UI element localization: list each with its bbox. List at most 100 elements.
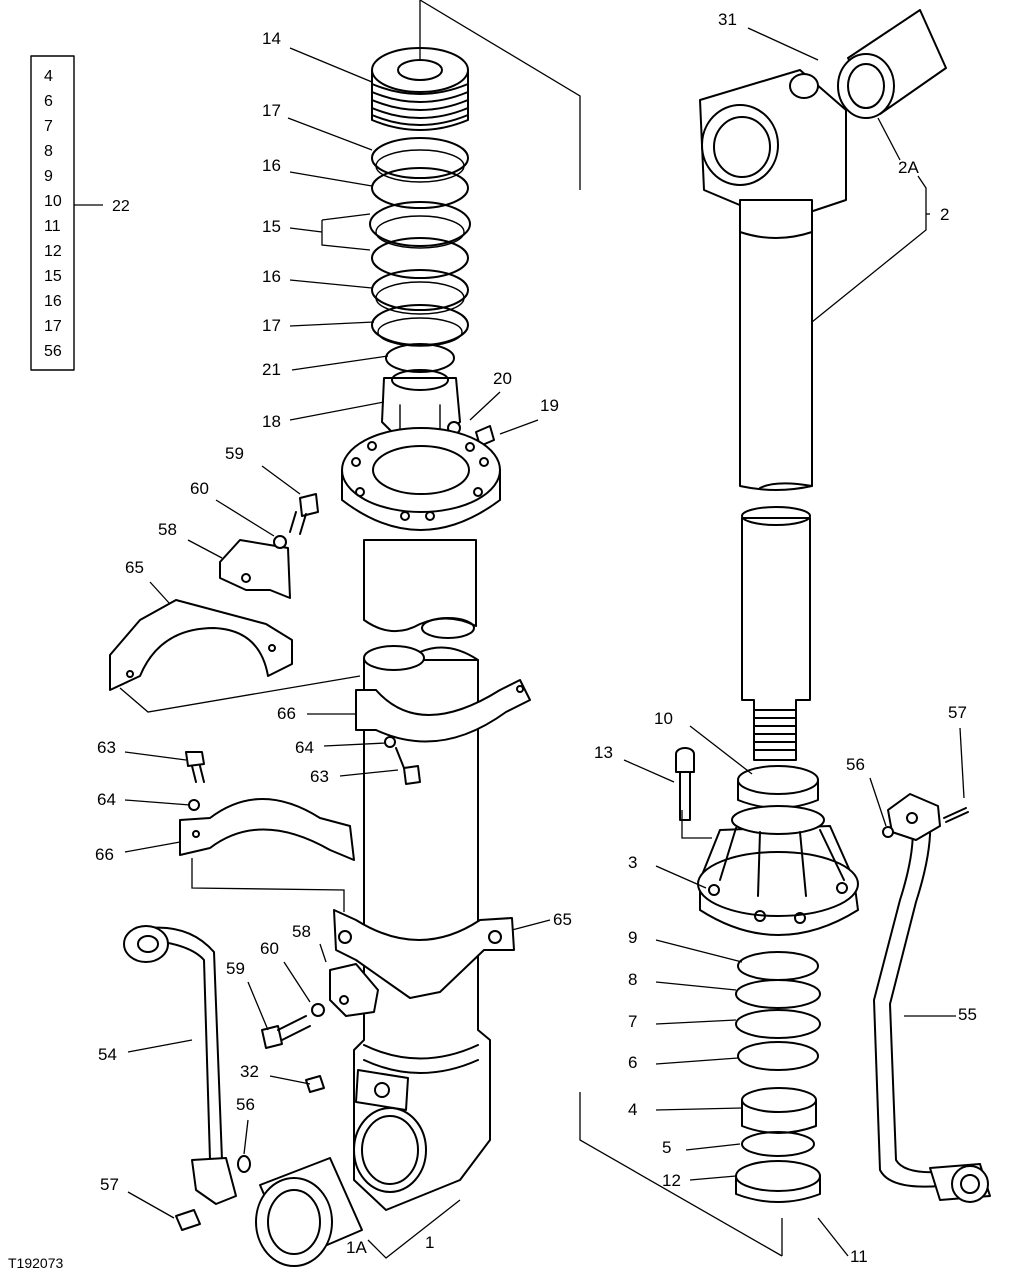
clamp-upper-mirror: [355, 679, 531, 743]
leader-c14: [289, 47, 373, 83]
leader-c57a: [127, 1191, 175, 1219]
pipe-54: [123, 925, 251, 1231]
callout-c56a: 56: [236, 1095, 255, 1114]
callout-c58b: 58: [292, 922, 311, 941]
callout-c60b: 60: [260, 939, 279, 958]
callout-c65b: 65: [553, 910, 572, 929]
leader-c17b: [289, 321, 375, 327]
leader-c56b: [869, 777, 887, 827]
leader-c31: [747, 27, 819, 61]
callout-c14: 14: [262, 29, 281, 48]
callout-c19: 19: [540, 396, 559, 415]
leader-c54: [127, 1039, 193, 1053]
callout-c57a: 57: [100, 1175, 119, 1194]
callout-c4: 4: [628, 1100, 637, 1119]
leader-c6: [655, 1057, 739, 1065]
leader-c5: [685, 1143, 741, 1151]
callout-c21: 21: [262, 360, 281, 379]
callout-c17a: 17: [262, 101, 281, 120]
callout-c18: 18: [262, 412, 281, 431]
leader-c65a: [149, 581, 171, 605]
piston-part: [371, 0, 469, 131]
kit-item: 6: [44, 93, 53, 110]
callout-c54: 54: [98, 1045, 117, 1064]
leader-c7: [655, 1019, 737, 1025]
callout-c58a: 58: [158, 520, 177, 539]
leader-c3: [655, 865, 707, 889]
kit-item: 10: [44, 193, 62, 210]
leader-c63a: [339, 769, 399, 777]
callout-c10: 10: [654, 709, 673, 728]
seal-rings-stack: [369, 137, 471, 373]
leader-c56a: [243, 1119, 249, 1155]
leader-c58b: [319, 943, 327, 963]
leader-c59b: [247, 981, 269, 1031]
figure-id: T192073: [8, 1255, 63, 1271]
callout-c1a: 1A: [346, 1238, 367, 1257]
callout-c3: 3: [628, 853, 637, 872]
callout-c15: 15: [262, 217, 281, 236]
callout-c8: 8: [628, 970, 637, 989]
callout-c17b: 17: [262, 316, 281, 335]
kit-item: 15: [44, 268, 62, 285]
kit-item: 4: [44, 68, 53, 85]
clamp-upper: [109, 599, 293, 691]
leader-c65b: [511, 919, 551, 931]
callout-c16a: 16: [262, 156, 281, 175]
callout-c64a: 64: [295, 738, 314, 757]
leader-c66b: [124, 841, 181, 853]
callout-c6: 6: [628, 1053, 637, 1072]
leader-c32: [269, 1075, 311, 1085]
leader-c59a: [261, 465, 301, 495]
piston-rod-assembly: [675, 9, 991, 1203]
leader-lines: [119, 0, 927, 1259]
callout-c65a: 65: [125, 558, 144, 577]
callout-c66a: 66: [277, 704, 296, 723]
callout-c63a: 63: [310, 767, 329, 786]
leader-c57b: [959, 727, 965, 799]
leader-c11: [817, 1217, 849, 1257]
kit-item: 16: [44, 293, 62, 310]
leader-c9: [655, 939, 743, 963]
cylinder-barrel-assembly: [255, 0, 501, 1267]
cap-screws: [185, 493, 421, 1093]
callout-c2: 2: [940, 205, 949, 224]
kit-item: 56: [44, 343, 62, 360]
callout-c32: 32: [240, 1062, 259, 1081]
callout-c7: 7: [628, 1012, 637, 1031]
leader-c16a: [289, 171, 373, 187]
kit-item: 9: [44, 168, 53, 185]
callout-c20: 20: [493, 369, 512, 388]
bracket-upper: [219, 539, 291, 599]
leader-c16b: [289, 279, 373, 289]
callout-c57b: 57: [948, 703, 967, 722]
lock-nut-part: [381, 369, 495, 447]
callout-c64b: 64: [97, 790, 116, 809]
leader-c10: [689, 725, 753, 775]
leader-c18: [289, 401, 385, 421]
callout-c1: 1: [425, 1233, 434, 1252]
callout-c13: 13: [594, 743, 613, 762]
callout-c56b: 56: [846, 755, 865, 774]
callout-c11: 11: [850, 1247, 868, 1266]
kit-item: 11: [44, 218, 61, 235]
leader-c60a: [215, 499, 275, 537]
kit-item: 12: [44, 243, 62, 260]
leader-c13: [623, 759, 675, 783]
leader-c64a: [323, 742, 387, 747]
cylinder-head-flange: [341, 427, 501, 531]
leader-c2a: [877, 117, 901, 161]
callout-c5: 5: [662, 1138, 671, 1157]
callout-c59b: 59: [226, 959, 245, 978]
callout-c63b: 63: [97, 738, 116, 757]
leader-c12: [689, 1175, 737, 1181]
callout-c55: 55: [958, 1005, 977, 1024]
callout-c16b: 16: [262, 267, 281, 286]
kit-item: 7: [44, 118, 53, 135]
callout-c9: 9: [628, 928, 637, 947]
leader-c58a: [187, 539, 223, 559]
leader-c8: [655, 981, 737, 991]
